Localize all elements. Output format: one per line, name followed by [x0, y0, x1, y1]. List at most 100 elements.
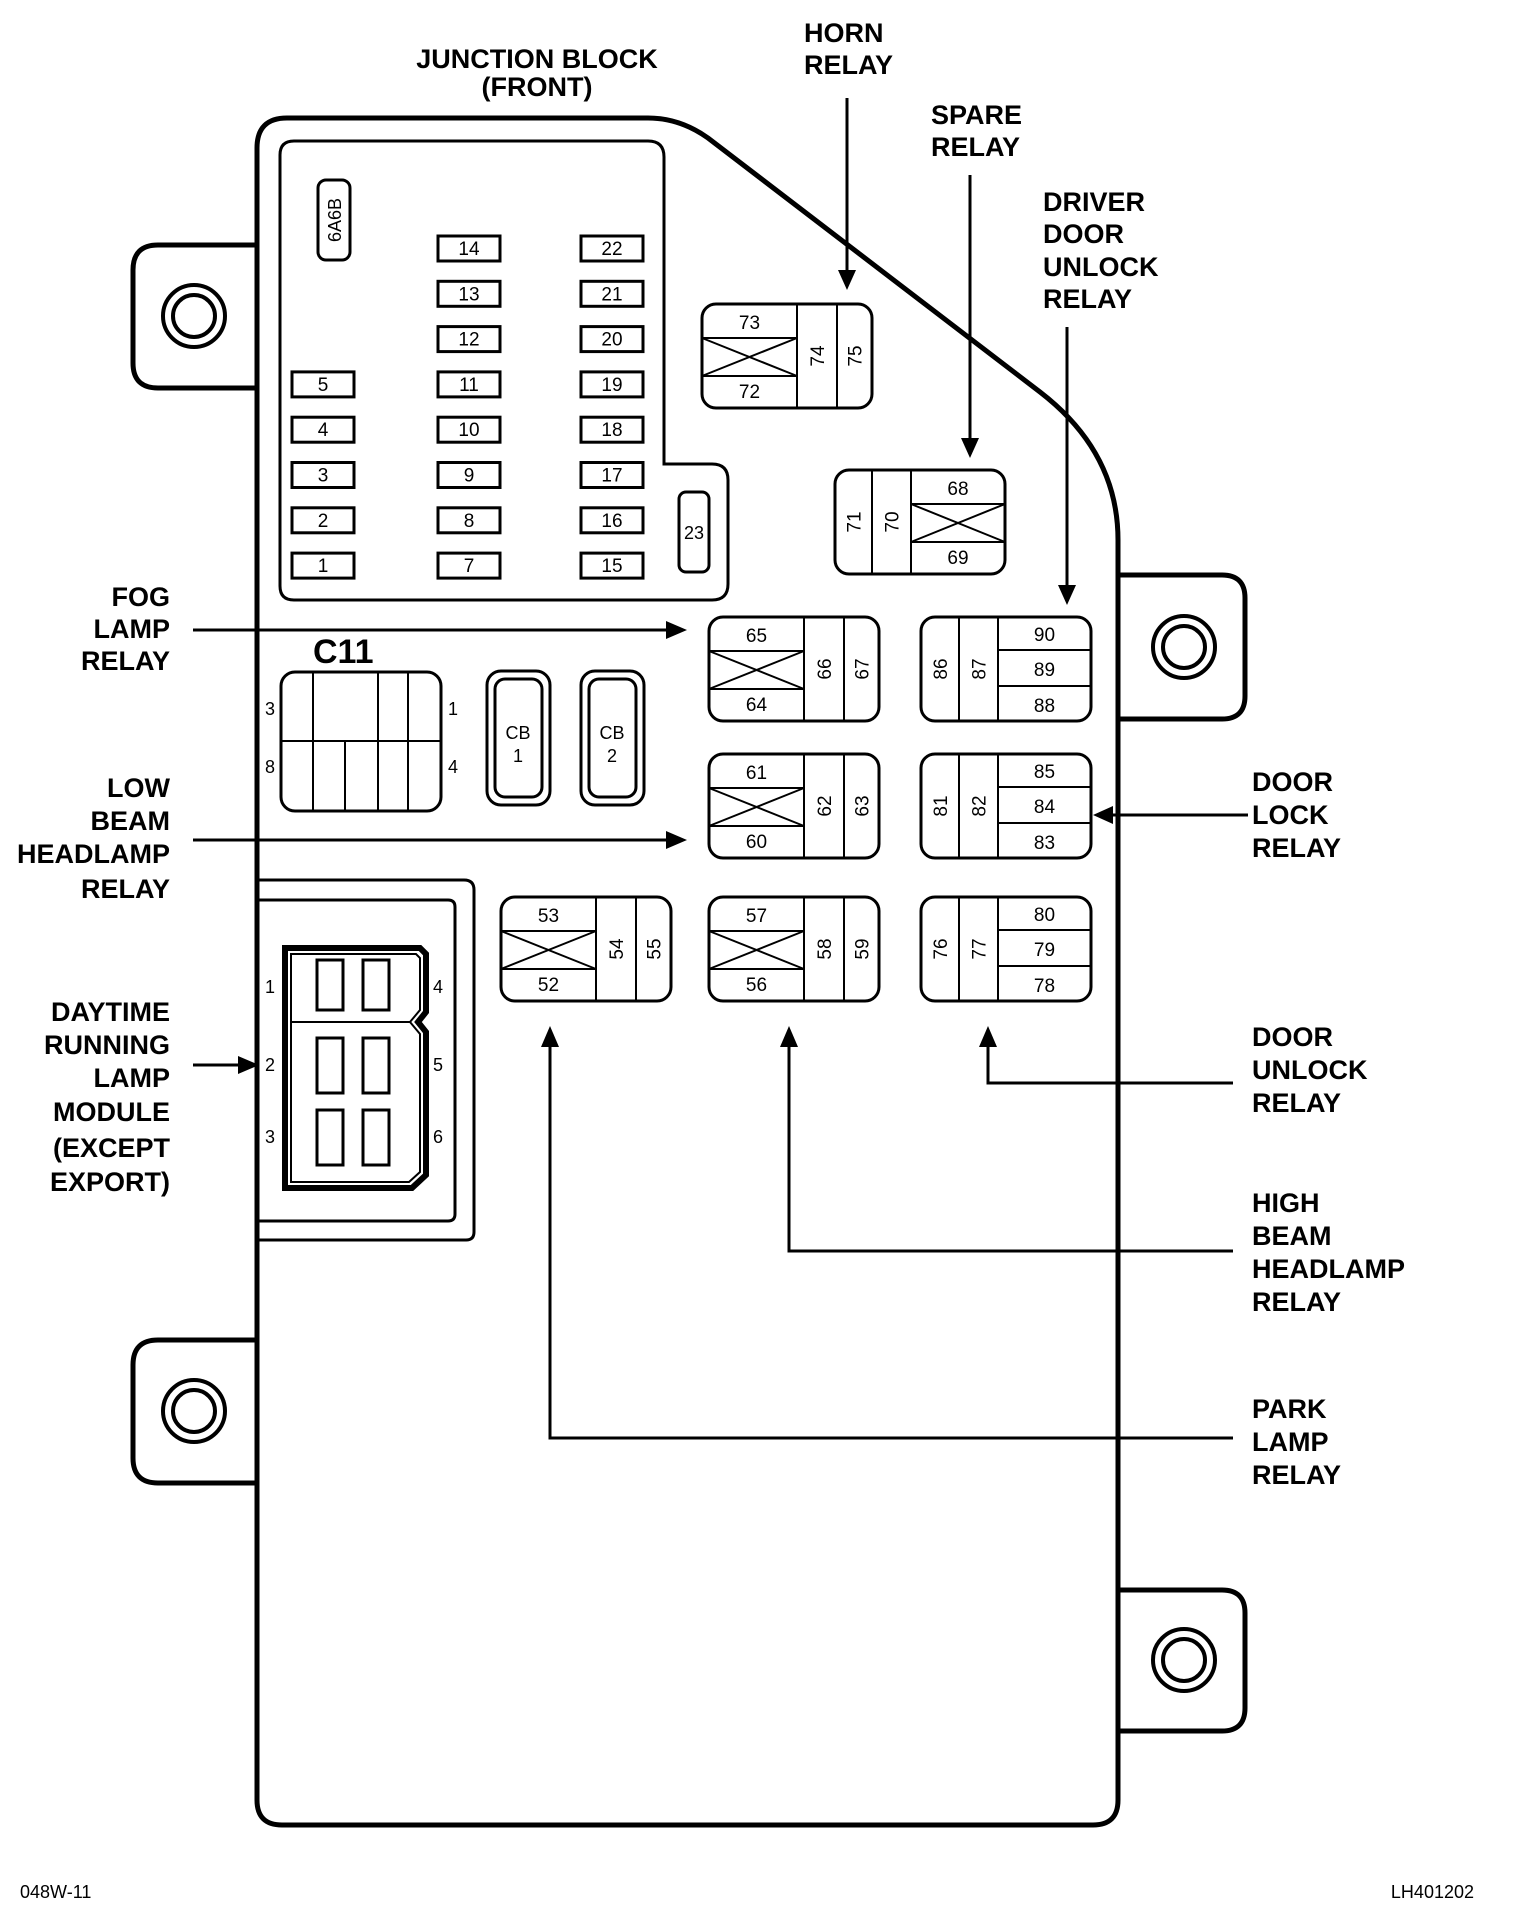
- fuse-4[interactable]: 4: [290, 415, 356, 444]
- fuse-5[interactable]: 5: [290, 370, 356, 399]
- high-beam-leader: [787, 1045, 1233, 1253]
- circuit-breaker-2[interactable]: CB 2: [579, 669, 646, 807]
- drl-label-3: LAMP: [94, 1063, 171, 1093]
- fuse-3-label: 3: [318, 466, 329, 487]
- fuse-11-label: 11: [459, 375, 479, 396]
- door-lock-label-2: LOCK: [1252, 800, 1329, 830]
- fuse-6a6b[interactable]: 6A6B: [316, 178, 352, 262]
- drl-panel-inner: [259, 898, 457, 1223]
- fuse-21-label: 21: [601, 284, 622, 305]
- fog-pin-top: 65: [746, 626, 767, 647]
- door-unlock-arrowhead: [979, 1026, 997, 1047]
- drl-label-4: MODULE: [53, 1097, 170, 1127]
- fuse-10-label: 10: [458, 420, 479, 441]
- circuit-breaker-1[interactable]: CB 1: [485, 669, 552, 807]
- spare-label-2: RELAY: [931, 132, 1020, 162]
- c11-pin-1: 1: [448, 699, 458, 719]
- low-beam-label-1: LOW: [107, 773, 170, 803]
- fuse-17[interactable]: 17: [579, 461, 645, 489]
- cb1-label-top: CB: [505, 723, 530, 743]
- low_beam-pin-top: 61: [746, 763, 767, 784]
- door-lock-label-1: DOOR: [1252, 767, 1333, 797]
- mount-hole-right-bottom: [1151, 1627, 1217, 1693]
- fuse-13[interactable]: 13: [436, 279, 502, 308]
- mount-tab-left-top: [130, 242, 257, 391]
- fuse-14[interactable]: 14: [436, 234, 502, 263]
- driver_door_unlock-pin-side-2: 87: [970, 658, 991, 679]
- door_lock-pin-side-2: 82: [970, 795, 991, 816]
- fuse-23[interactable]: 23: [677, 490, 711, 574]
- fuse-21[interactable]: 21: [579, 279, 645, 308]
- high-beam-label-4: RELAY: [1252, 1287, 1341, 1317]
- driver_door_unlock-pin-row-2: 89: [1034, 660, 1055, 681]
- high-beam-label-3: HEADLAMP: [1252, 1254, 1405, 1284]
- horn-pin-bottom: 72: [739, 382, 760, 403]
- fuse-2[interactable]: 2: [290, 506, 356, 535]
- fuse-9[interactable]: 9: [436, 461, 502, 489]
- fuse-13-label: 13: [458, 284, 479, 305]
- fuse-19[interactable]: 19: [579, 370, 645, 399]
- fuse-10[interactable]: 10: [436, 415, 502, 444]
- fuse-6a6b-label: 6A6B: [325, 198, 345, 242]
- fog-pin-side-1: 66: [815, 658, 836, 679]
- door_lock-pin-row-3: 83: [1034, 833, 1055, 854]
- driver_door_unlock-pin-side-1: 86: [931, 658, 952, 679]
- fuse-1[interactable]: 1: [290, 551, 356, 580]
- horn-pin-top: 73: [739, 313, 760, 334]
- low_beam-pin-side-2: 63: [853, 795, 874, 816]
- fuse-15[interactable]: 15: [579, 551, 645, 580]
- door_lock-pin-row-2: 84: [1034, 797, 1056, 818]
- fuse-panel-outline: [278, 139, 730, 602]
- drl-pin-6: 6: [433, 1127, 443, 1147]
- fuse-8[interactable]: 8: [436, 506, 502, 535]
- fuse-9-label: 9: [464, 466, 475, 487]
- fuse-12[interactable]: 12: [436, 325, 502, 354]
- fuse-7[interactable]: 7: [436, 551, 502, 580]
- c11-pin-4: 4: [448, 757, 458, 777]
- high-beam-arrowhead: [780, 1026, 798, 1047]
- fuse-16[interactable]: 16: [579, 506, 645, 535]
- connector-c11[interactable]: C11 3 1 8 4: [265, 633, 458, 813]
- footer-drawing-id: LH401202: [1391, 1882, 1474, 1902]
- high_beam-pin-side-2: 59: [853, 938, 874, 959]
- fuse-20[interactable]: 20: [579, 325, 645, 354]
- fuse-3[interactable]: 3: [290, 461, 356, 489]
- fog-pin-bottom: 64: [746, 695, 768, 716]
- door_unlock-pin-row-2: 79: [1034, 940, 1055, 961]
- drl-module[interactable]: 1 4 2 5 3 6: [259, 878, 476, 1242]
- horn-pin-side-2: 75: [846, 345, 867, 366]
- fog-arrowhead: [666, 621, 687, 639]
- spare-arrowhead: [961, 438, 979, 458]
- park-arrowhead: [541, 1026, 559, 1047]
- fuse-23-label: 23: [684, 523, 704, 543]
- mount-tab-left-bottom: [130, 1337, 257, 1486]
- low_beam-pin-bottom: 60: [746, 832, 767, 853]
- fuse-22[interactable]: 22: [579, 234, 645, 263]
- drl-pin-4: 4: [433, 977, 443, 997]
- fuse-18[interactable]: 18: [579, 415, 645, 444]
- high-beam-label-1: HIGH: [1252, 1188, 1320, 1218]
- park-pin-bottom: 52: [538, 975, 559, 996]
- door_unlock-pin-side-2: 77: [970, 938, 991, 959]
- fuse-17-label: 17: [601, 466, 622, 487]
- park-label-1: PARK: [1252, 1394, 1327, 1424]
- fuse-11[interactable]: 11: [436, 370, 502, 399]
- low-beam-label-3: HEADLAMP: [17, 839, 170, 869]
- spare-pin-top: 68: [947, 479, 968, 500]
- fuse-1-label: 1: [318, 556, 329, 577]
- door-unlock-leader: [986, 1045, 1233, 1085]
- door_unlock-pin-row-3: 78: [1034, 976, 1055, 997]
- drl-connector-inner: [290, 953, 421, 1183]
- high_beam-pin-top: 57: [746, 906, 767, 927]
